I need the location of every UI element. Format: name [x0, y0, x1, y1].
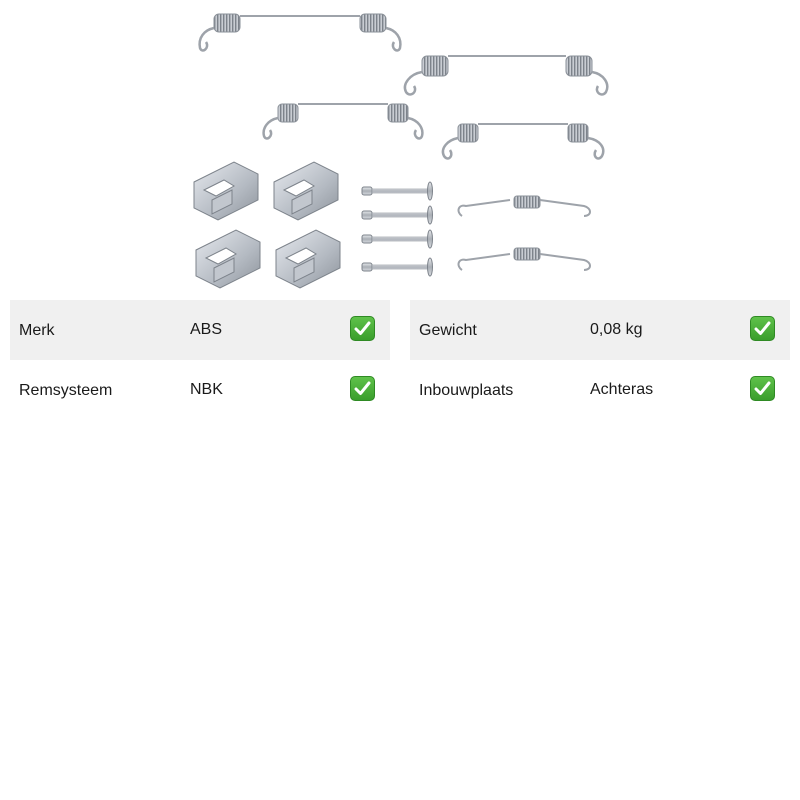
- spec-label: Merk: [19, 322, 55, 339]
- spec-row-remsysteem: Remsysteem NBK: [10, 360, 390, 420]
- spec-row-gewicht: Gewicht 0,08 kg: [410, 300, 790, 360]
- spec-row-inbouwplaats: Inbouwplaats Achteras: [410, 360, 790, 420]
- return-spring-2: [403, 55, 609, 96]
- spec-label: Remsysteem: [19, 382, 113, 399]
- spec-row-merk: Merk ABS: [10, 300, 390, 360]
- checkmark-icon: [750, 376, 775, 401]
- spec-table-right: Gewicht 0,08 kg Inbouwplaats Achteras: [410, 300, 790, 420]
- checkmark-icon: [750, 316, 775, 341]
- return-spring-1: [198, 13, 402, 52]
- return-spring-4: [441, 123, 605, 160]
- spec-value: ABS: [190, 321, 223, 338]
- spec-value: NBK: [190, 381, 223, 398]
- spec-value: 0,08 kg: [590, 321, 643, 338]
- return-spring-3: [262, 103, 424, 140]
- brake-shoe-accessory-kit-icon: [193, 13, 609, 289]
- spec-table-left: Merk ABS Remsysteem NBK: [10, 300, 390, 420]
- spec-value: Achteras: [590, 381, 654, 398]
- checkmark-icon: [350, 376, 375, 401]
- adjuster-springs: [457, 195, 591, 271]
- hold-down-pins: [361, 181, 433, 277]
- hold-down-clips: [193, 161, 341, 289]
- spec-label: Inbouwplaats: [419, 382, 514, 399]
- checkmark-icon: [350, 316, 375, 341]
- spec-label: Gewicht: [419, 322, 477, 339]
